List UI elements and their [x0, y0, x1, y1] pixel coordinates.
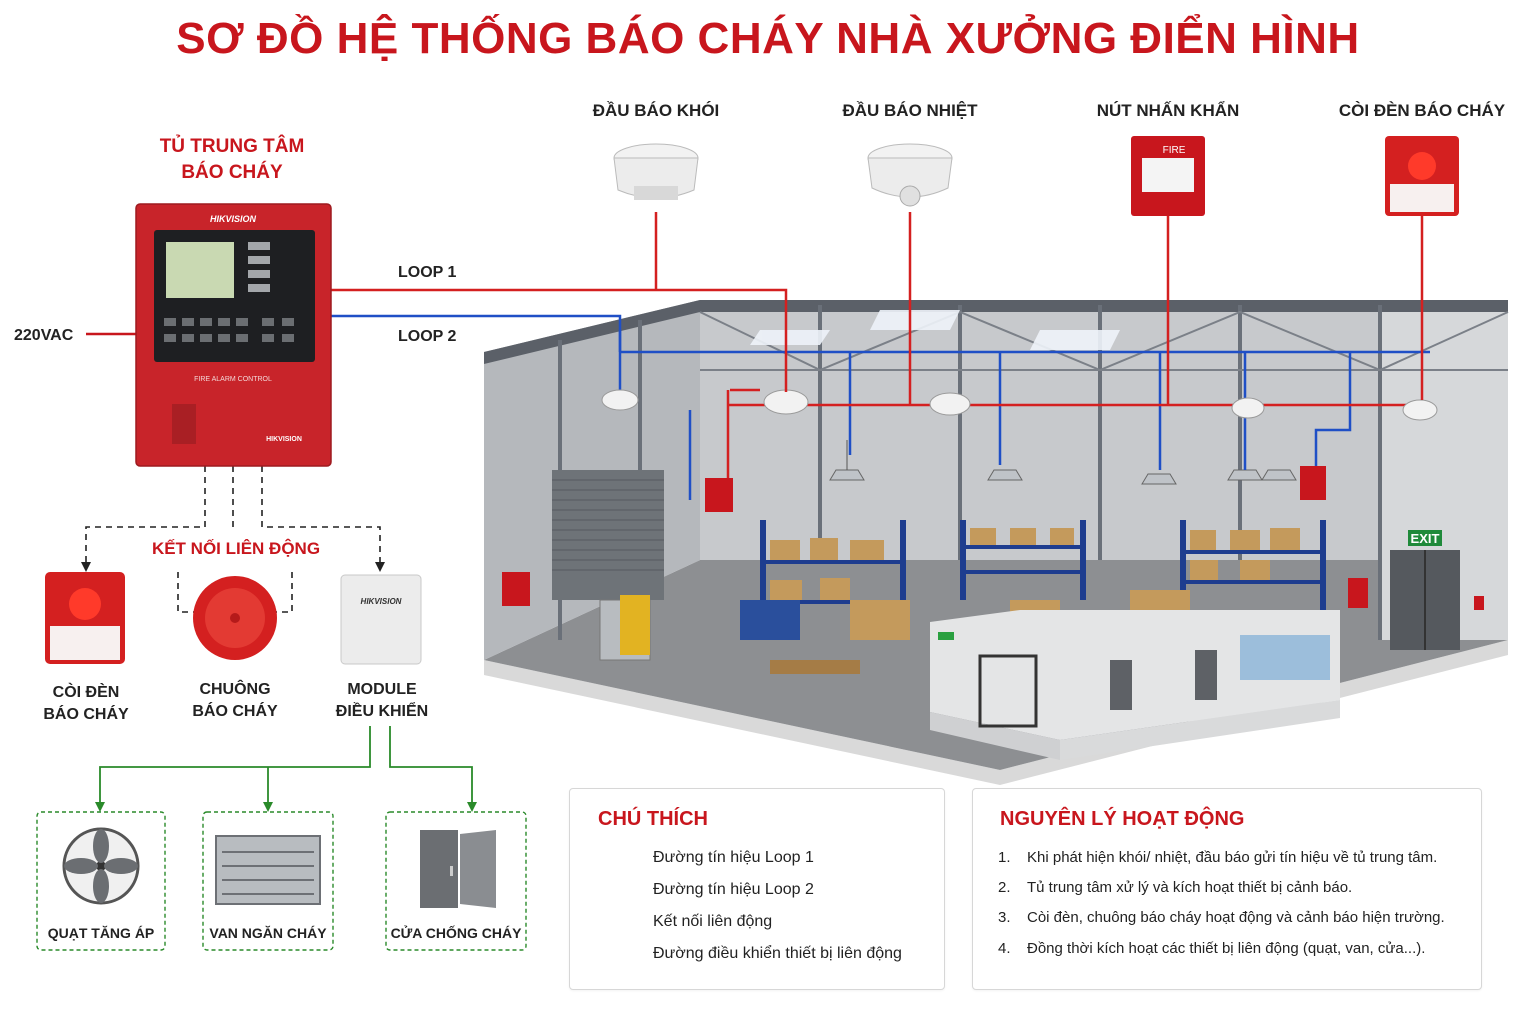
linkage-strobe-label: CÒI ĐÈN BÁO CHÁY — [26, 682, 146, 726]
panel-brand: HIKVISION — [210, 214, 257, 224]
smoke-detector-label: ĐẦU BÁO KHÓI — [576, 100, 736, 122]
power-label: 220VAC — [14, 325, 84, 347]
principle-title: NGUYÊN LÝ HOẠT ĐỘNG — [1000, 808, 1244, 831]
principle-step-num: 1. — [998, 849, 1011, 866]
call-point-heading: NÚT NHẤN KHẨN — [1088, 100, 1248, 122]
loop1-label: LOOP 1 — [398, 262, 456, 284]
bell-line1: CHUÔNG — [175, 679, 295, 701]
ceiling-smoke-detector-icon — [764, 390, 808, 414]
linkage-strobe-line2: BÁO CHÁY — [26, 704, 146, 726]
principle-step-num: 3. — [998, 909, 1011, 926]
bell-label: CHUÔNG BÁO CHÁY — [175, 679, 295, 723]
heat-detector-label: ĐẦU BÁO NHIỆT — [830, 100, 990, 122]
linkage-strobe-line1: CÒI ĐÈN — [26, 682, 146, 704]
ceiling-smoke-detector-icon — [602, 390, 638, 410]
control-module-icon: HIKVISION — [341, 575, 421, 664]
call-point-label: FIRE — [1163, 145, 1186, 156]
fire-alarm-control-panel: HIKVISION FIRE ALARM CONTROL HIKVISION — [136, 204, 331, 466]
principle-step-num: 4. — [998, 940, 1011, 957]
bell-line2: BÁO CHÁY — [175, 701, 295, 723]
module-line1: MODULE — [322, 679, 442, 701]
principle-step: Còi đèn, chuông báo cháy hoạt động và cả… — [1027, 909, 1445, 926]
warehouse-call-point-icon — [1348, 578, 1368, 608]
legend-item-control: Đường điều khiển thiết bị liên động — [653, 945, 902, 963]
heat-detector-icon — [868, 144, 952, 206]
strobe-siren-icon — [1385, 136, 1459, 216]
ceiling-strobe-icon — [1232, 398, 1264, 418]
panel-heading-line1: TỦ TRUNG TÂM — [132, 134, 332, 160]
panel-caption: FIRE ALARM CONTROL — [194, 376, 272, 383]
module-line2: ĐIỀU KHIỂN — [322, 701, 442, 723]
panel-heading: TỦ TRUNG TÂM BÁO CHÁY — [132, 134, 332, 186]
pressurization-fan-icon — [64, 829, 138, 903]
fan-label: QUẠT TĂNG ÁP — [37, 925, 165, 941]
module-label: MODULE ĐIỀU KHIỂN — [322, 679, 442, 723]
warehouse-call-point-icon — [705, 478, 733, 512]
legend-item-linkage: Kết nối liên động — [653, 913, 772, 931]
smoke-detector-icon — [614, 144, 698, 200]
linkage-heading: KẾT NỐI LIÊN ĐỘNG — [134, 538, 338, 560]
fire-door-icon — [420, 830, 496, 908]
principle-step-num: 2. — [998, 879, 1011, 896]
legend-title: CHÚ THÍCH — [598, 808, 708, 831]
warehouse-strobe-icon — [1300, 466, 1326, 500]
principle-step: Khi phát hiện khói/ nhiệt, đầu báo gửi t… — [1027, 849, 1437, 866]
module-brand: HIKVISION — [361, 597, 402, 606]
linkage-strobe-icon — [45, 572, 125, 664]
principle-step: Tủ trung tâm xử lý và kích hoạt thiết bị… — [1027, 879, 1352, 896]
loop2-label: LOOP 2 — [398, 326, 456, 348]
ceiling-heat-detector-icon — [1403, 400, 1437, 420]
door-label: CỬA CHỐNG CHÁY — [386, 925, 526, 941]
manual-call-point-icon: FIRE — [1131, 136, 1205, 216]
principle-step: Đồng thời kích hoạt các thiết bị liên độ… — [1027, 940, 1425, 957]
exit-sign: EXIT — [1411, 531, 1440, 546]
panel-lcd-screen — [166, 242, 234, 298]
legend-item-loop2: Đường tín hiệu Loop 2 — [653, 881, 814, 899]
warehouse-call-point-icon — [502, 572, 530, 606]
damper-label: VAN NGĂN CHÁY — [203, 925, 333, 941]
legend-item-loop1: Đường tín hiệu Loop 1 — [653, 849, 814, 867]
ceiling-heat-detector-icon — [930, 393, 970, 415]
panel-heading-line2: BÁO CHÁY — [132, 160, 332, 186]
strobe-heading: CÒI ĐÈN BÁO CHÁY — [1332, 100, 1512, 122]
fire-bell-icon — [193, 576, 277, 660]
fire-damper-icon — [216, 836, 320, 904]
panel-brand-footer: HIKVISION — [266, 436, 302, 443]
warehouse-illustration: EXIT — [484, 300, 1508, 785]
